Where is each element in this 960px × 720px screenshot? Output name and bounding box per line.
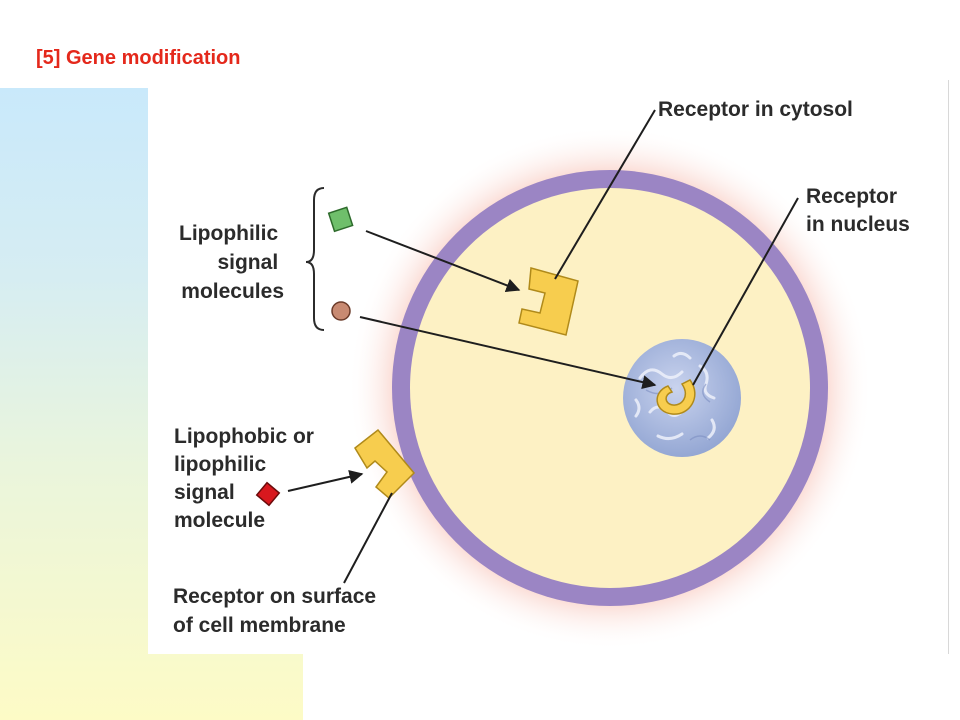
lipophilic-brace [305, 187, 325, 331]
slide-title: [5] Gene modification [36, 47, 241, 69]
label-receptor-nucleus: Receptor in nucleus [806, 185, 910, 236]
square-signal-molecule [327, 206, 354, 233]
round-signal-molecule [331, 301, 351, 321]
nucleus [623, 339, 741, 457]
cytoplasm [410, 188, 810, 588]
cytosol-receptor [518, 267, 579, 336]
label-receptor-surface: Receptor on surface of cell membrane [173, 585, 382, 637]
label-lipophilic-molecules: Lipophilic signal molecules [179, 222, 284, 303]
label-leader-lines [343, 109, 799, 584]
label-receptor-cytosol: Receptor in cytosol [658, 98, 853, 121]
surface-receptor [354, 428, 416, 500]
signal-arrows [287, 230, 657, 492]
nuclear-receptor [656, 379, 696, 415]
surface-signal-molecule [255, 481, 281, 507]
label-lipophobic-molecule: Lipophobic or lipophilic signal molecule [174, 425, 320, 532]
